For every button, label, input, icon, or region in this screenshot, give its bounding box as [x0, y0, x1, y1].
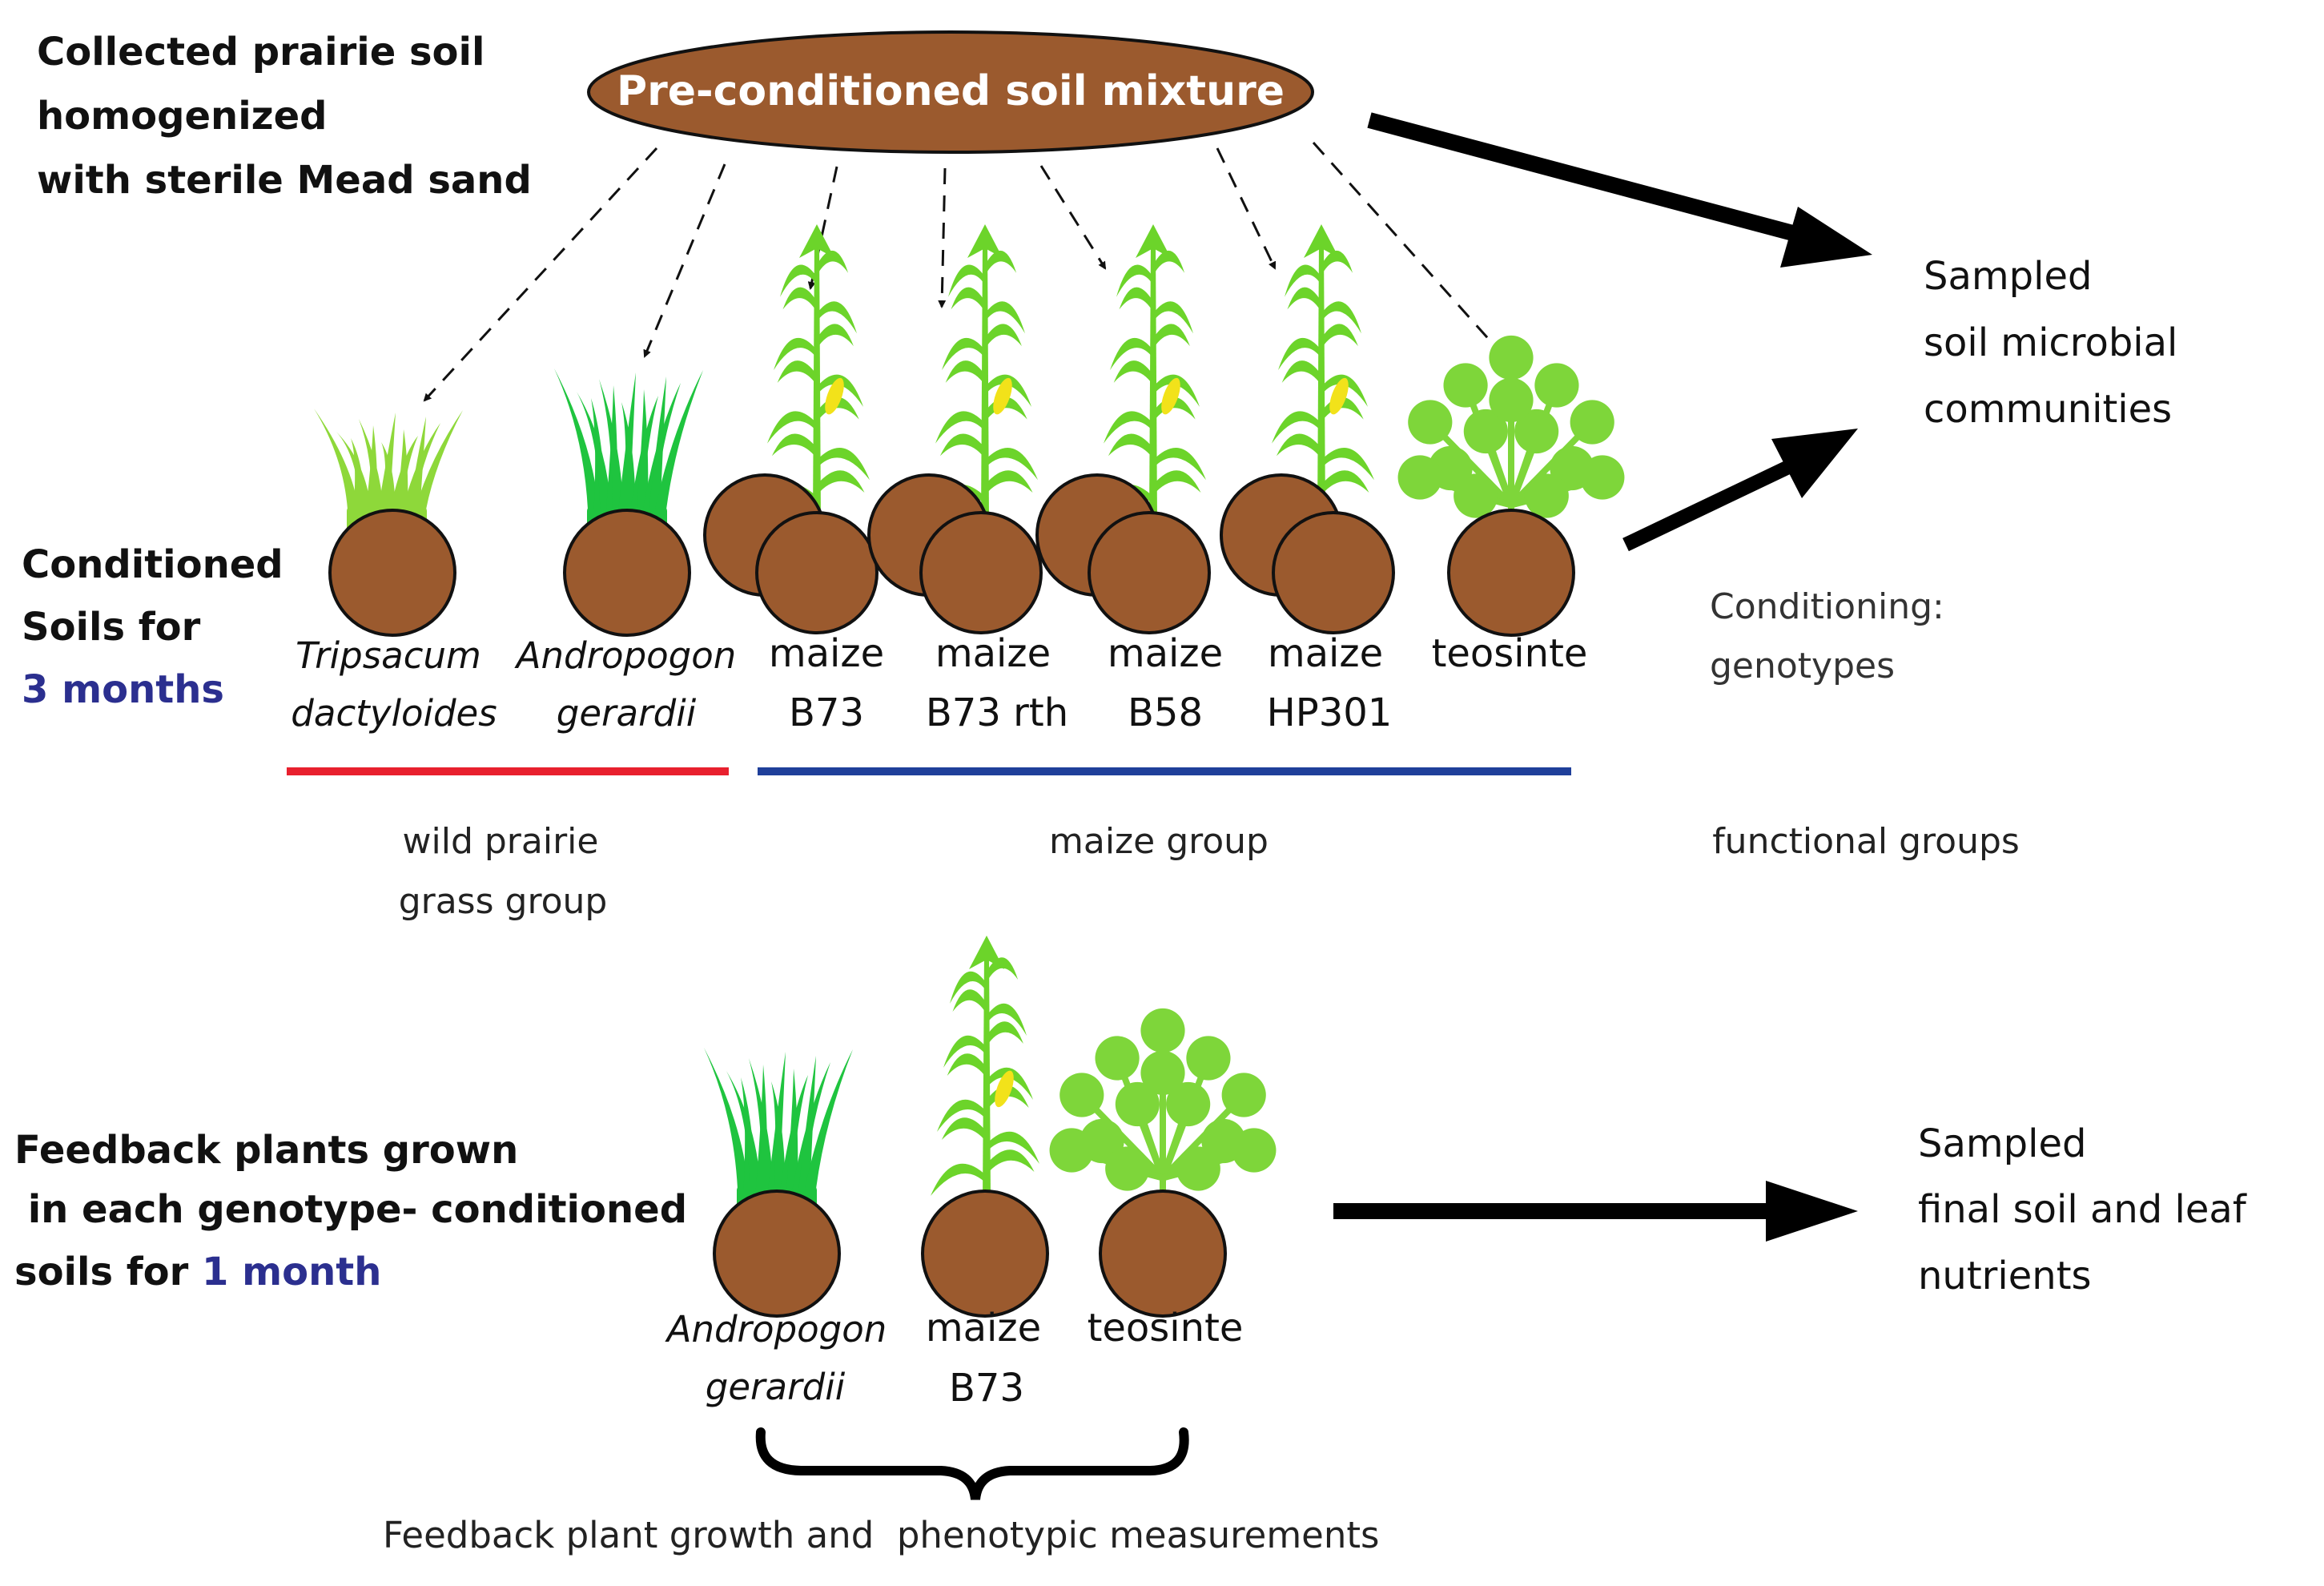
groups-side-label: functional groups [1712, 821, 2020, 862]
group-maize: maize group [1049, 821, 1269, 862]
cond-plant-label-hp301-2: HP301 [1266, 690, 1393, 735]
cond-plant-label-tripsacum-2: dactyloides [291, 692, 497, 735]
cond-plant-label-tripsacum-1: Tripsacum [296, 634, 481, 677]
plants-layer [314, 224, 1625, 1318]
cond-plant-label-hp301-1: maize [1267, 631, 1384, 676]
arrowhead-feedback-to-nutrients [1766, 1181, 1858, 1242]
feedback-label-prefix: soils for [14, 1250, 202, 1294]
dashed-arrow-hp301 [1216, 147, 1277, 270]
maize-plant-icon-b58 [1097, 224, 1206, 521]
source-title-line-2: homogenized [37, 94, 328, 139]
cond-plant-label-b73rth-1: maize [935, 631, 1051, 676]
feedback-curly-brace [755, 1427, 1189, 1500]
nutrients-output-line-1: Sampled [1918, 1121, 2087, 1166]
dashed-arrow-b73 [807, 166, 838, 290]
maize-plant-icon-b73 [761, 224, 870, 521]
distribution-arrows [423, 142, 1501, 402]
grass-icon-feedback-andropogon [704, 1048, 853, 1211]
soil-mixture-oval [587, 30, 1314, 154]
dashed-arrow-b58 [1039, 165, 1107, 270]
soil-mixture-label: Pre-conditioned soil mixture [616, 67, 1285, 115]
microbial-output-line-3: communities [1924, 387, 2173, 432]
dashed-arrow-andropogon [643, 163, 726, 358]
nutrients-output-line-3: nutrients [1918, 1254, 2092, 1298]
maize-plant-icon-feedback [931, 936, 1039, 1200]
cond-plant-label-andropogon-2: gerardii [556, 692, 697, 735]
group-wild-prairie-line-2: grass group [398, 881, 608, 922]
conditioning-side-label-2: genotypes [1710, 646, 1896, 686]
pot-icon-tripsacum [328, 509, 456, 637]
feedback-label-line-2: in each genotype- conditioned [14, 1187, 688, 1232]
cond-plant-label-andropogon-1: Andropogon [516, 634, 737, 677]
cond-plant-label-b58-1: maize [1107, 631, 1224, 676]
pot-icon-feedback-maize [921, 1190, 1049, 1318]
fb-plant-label-andropogon-2: gerardii [705, 1366, 846, 1408]
pot-icon-andropogon [563, 509, 691, 637]
dashed-arrow-teosinte [1312, 142, 1501, 352]
maize-plant-icon-hp301 [1265, 224, 1374, 521]
dashed-arrow-tripsacum [423, 147, 658, 402]
feedback-label-line-1: Feedback plants grown [14, 1128, 519, 1173]
brace-caption: Feedback plant growth and phenotypic mea… [383, 1514, 1380, 1556]
fb-plant-label-andropogon-1: Andropogon [666, 1308, 887, 1351]
output-arrows [1333, 112, 1872, 1242]
conditioning-duration: 3 months [22, 667, 224, 712]
pot-icon-teosinte [1447, 509, 1575, 637]
pot-icon-b58-front [1088, 511, 1211, 634]
teosinte-icon-feedback [1049, 1008, 1277, 1206]
feedback-label-line-3: soils for 1 month [14, 1250, 381, 1295]
cond-plant-label-b73-2: B73 [788, 690, 865, 735]
pot-icon-feedback-andropogon [713, 1190, 841, 1318]
conditioning-side-label-1: Conditioning: [1710, 586, 1944, 627]
feedback-duration: 1 month [201, 1250, 382, 1294]
fb-plant-label-maize-2: B73 [948, 1366, 1025, 1411]
conditioning-label-line-1: Conditioned [22, 542, 283, 587]
arrowhead-mixture-to-microbial [1780, 207, 1872, 268]
conditioning-label-line-2: Soils for [22, 605, 201, 650]
teosinte-icon-conditioning [1397, 335, 1625, 533]
fb-plant-label-teosinte: teosinte [1087, 1306, 1244, 1351]
pot-icon-hp301-front [1272, 511, 1395, 634]
cond-plant-label-b73rth-2: B73 rth [925, 690, 1069, 735]
microbial-output-line-1: Sampled [1924, 254, 2093, 299]
pot-icon-b73-front [755, 511, 879, 634]
group-wild-prairie-line-1: wild prairie [402, 821, 599, 862]
source-title-line-1: Collected prairie soil [37, 30, 485, 74]
source-title-line-3: with sterile Mead sand [37, 158, 532, 203]
arrowhead-pots-to-microbial [1771, 429, 1858, 498]
pot-icon-feedback-teosinte [1099, 1190, 1227, 1318]
pot-icon-b73rth-front [919, 511, 1043, 634]
dashed-arrow-b73rth [938, 167, 947, 308]
arrow-mixture-to-microbial [1367, 112, 1816, 247]
grass-icon-andropogon [554, 368, 703, 532]
microbial-output-line-2: soil microbial [1924, 320, 2178, 365]
cond-plant-label-b73-1: maize [768, 631, 885, 676]
arrow-pots-to-microbial [1622, 453, 1805, 552]
cond-plant-label-teosinte: teosinte [1431, 631, 1588, 676]
cond-plant-label-b58-2: B58 [1127, 690, 1204, 735]
nutrients-output-line-2: final soil and leaf [1918, 1187, 2246, 1232]
fb-plant-label-maize-1: maize [925, 1306, 1042, 1351]
